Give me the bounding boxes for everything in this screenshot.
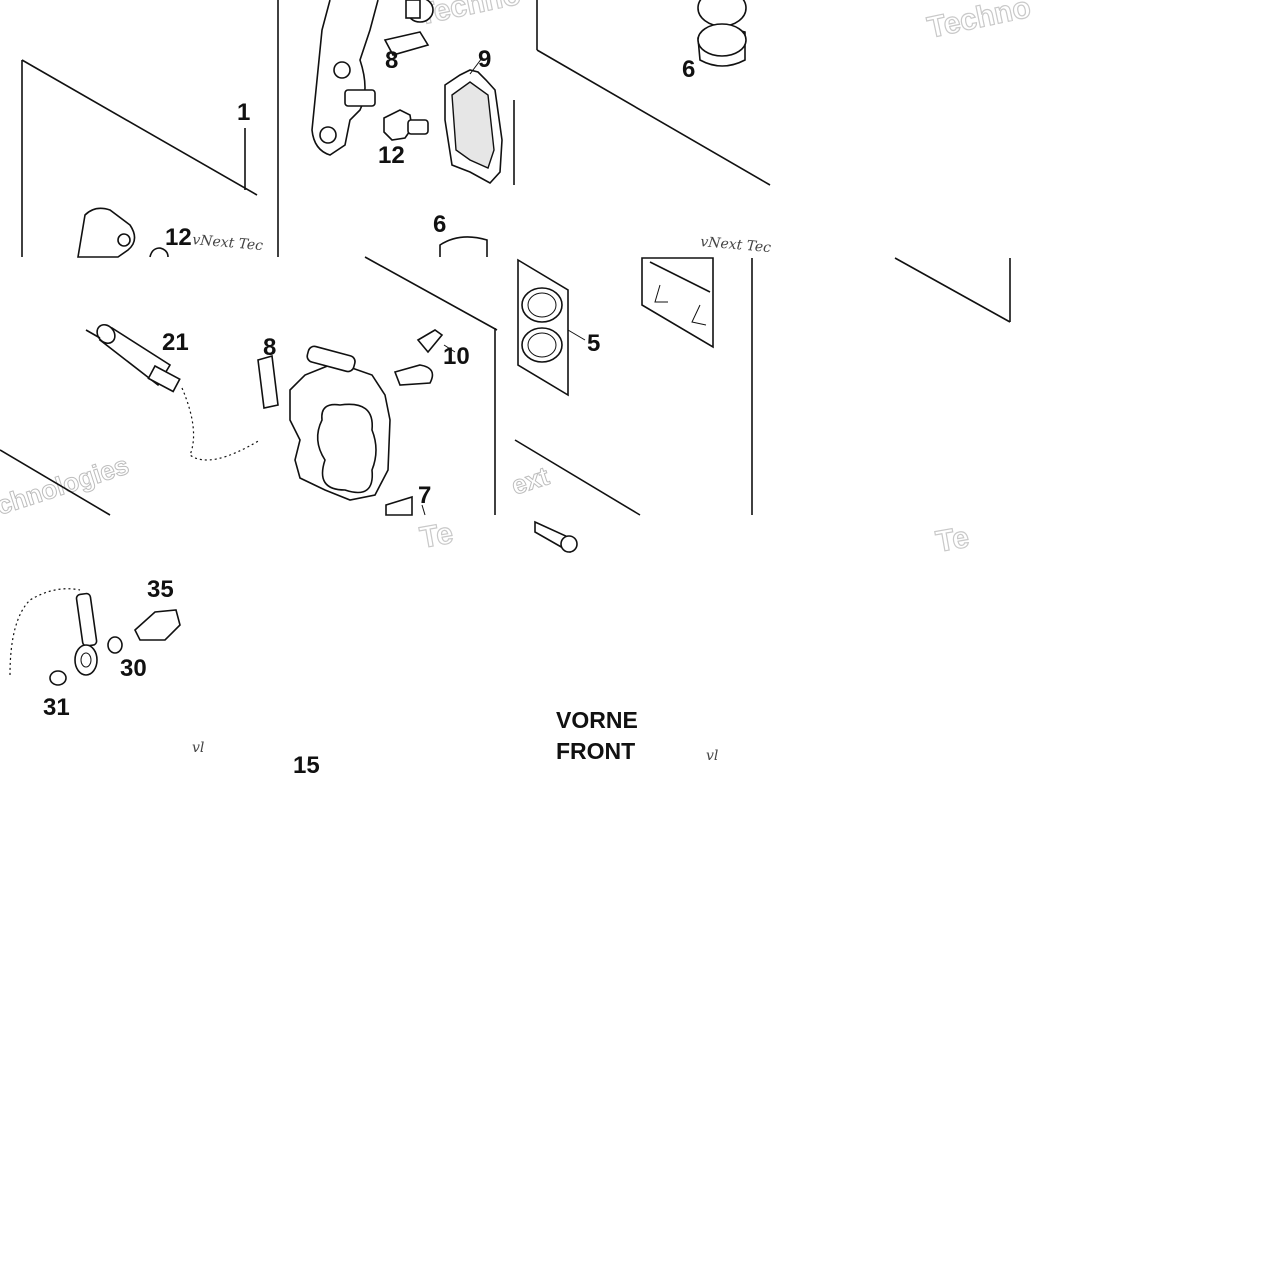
watermark-brand-3: Te	[417, 517, 455, 555]
callout-5: 5	[587, 330, 600, 357]
callout-6-top: 6	[682, 56, 695, 83]
watermark-brand-4: Te	[933, 521, 971, 559]
bleed-hose	[181, 387, 261, 461]
piston-face	[697, 23, 747, 57]
callout-1: 1	[237, 99, 250, 126]
leader-line	[567, 329, 586, 341]
seal-kit-box	[517, 258, 569, 397]
bleed-sleeve-end	[96, 323, 116, 345]
frame-line	[364, 256, 498, 331]
dust-seal-inner	[527, 332, 557, 358]
pin-kit-box	[641, 257, 714, 349]
bleeder-fitting	[393, 364, 434, 386]
caliper-pin	[306, 345, 356, 373]
frame-line	[894, 257, 1011, 323]
brake-hose	[9, 588, 81, 676]
retaining-clip	[654, 284, 668, 303]
piston-seal-inner	[527, 292, 557, 318]
watermark-small-4: vl	[706, 748, 718, 764]
banjo-bolt	[134, 609, 181, 641]
bleed-nipple	[85, 329, 101, 339]
tile-top-middle	[311, 0, 771, 257]
callout-12-left: 12	[165, 224, 192, 251]
pad-clip	[257, 354, 279, 409]
watermark-brand-6: ext	[508, 460, 553, 500]
retaining-clip	[691, 304, 707, 326]
frame-line	[21, 59, 258, 196]
frame-line	[514, 439, 641, 516]
caliper-cover	[385, 495, 413, 516]
caliper-bracket	[77, 207, 136, 258]
callout-9: 9	[478, 46, 491, 73]
tile-middle-right	[514, 257, 1011, 553]
callout-15: 15	[293, 752, 320, 779]
banjo-eye	[74, 644, 98, 676]
pad-pin	[649, 261, 711, 293]
piston	[439, 236, 488, 257]
bushing-body	[405, 0, 421, 19]
heading-line-2: FRONT	[556, 738, 635, 764]
callout-31: 31	[43, 694, 70, 721]
tile-top-left	[21, 0, 279, 258]
callout-35: 35	[147, 576, 174, 603]
bracket-hole	[117, 233, 131, 247]
heading-line-1: VORNE	[556, 707, 638, 733]
carrier-hole	[333, 61, 351, 79]
leader-line	[421, 504, 426, 516]
callout-layer: 1 8 9 12 6 12 6 21 8 10 5 7 35 30 31 15	[43, 46, 695, 779]
tile-top-right	[697, 0, 747, 67]
carrier-hole	[319, 126, 337, 144]
slider-pin	[344, 89, 376, 107]
tile-bottom-left	[9, 588, 181, 686]
tile-middle-left	[0, 256, 498, 516]
callout-8-middle: 8	[263, 334, 276, 361]
watermark-brand-5: chnologies	[0, 450, 132, 521]
guide-bolt-shank	[407, 119, 429, 135]
callout-7: 7	[418, 482, 431, 509]
hose-fitting	[75, 592, 98, 647]
bolt-part	[149, 247, 169, 258]
callout-10: 10	[443, 343, 470, 370]
bleed-nozzle	[147, 364, 181, 393]
callout-12-top: 12	[378, 142, 405, 169]
watermark-small-2: vNext Tec	[700, 234, 772, 256]
watermark-small-1: vNext Tec	[192, 232, 264, 254]
sealing-washer-31	[49, 670, 67, 686]
banjo-eye-hole	[80, 652, 92, 668]
callout-30: 30	[120, 655, 147, 682]
leader-line	[469, 57, 483, 75]
callout-21: 21	[162, 329, 189, 356]
sealing-washer-30	[107, 636, 123, 654]
bleeder-screw	[416, 329, 444, 354]
watermark-small-3: vl	[192, 740, 204, 756]
leader-line	[443, 344, 456, 353]
pad-spring-clip	[383, 31, 430, 56]
frame-line	[0, 449, 111, 516]
callout-6-middle: 6	[433, 211, 446, 238]
frame-line	[536, 49, 771, 186]
orientation-heading: VORNE FRONT	[556, 707, 638, 764]
piston-upper	[697, 0, 747, 27]
watermark-brand-1: Techno	[925, 0, 1034, 45]
callout-8-top: 8	[385, 47, 398, 74]
caliper-piston-bore	[316, 403, 377, 494]
mounting-bolt-head	[560, 535, 578, 553]
brake-pad-friction	[451, 81, 495, 169]
